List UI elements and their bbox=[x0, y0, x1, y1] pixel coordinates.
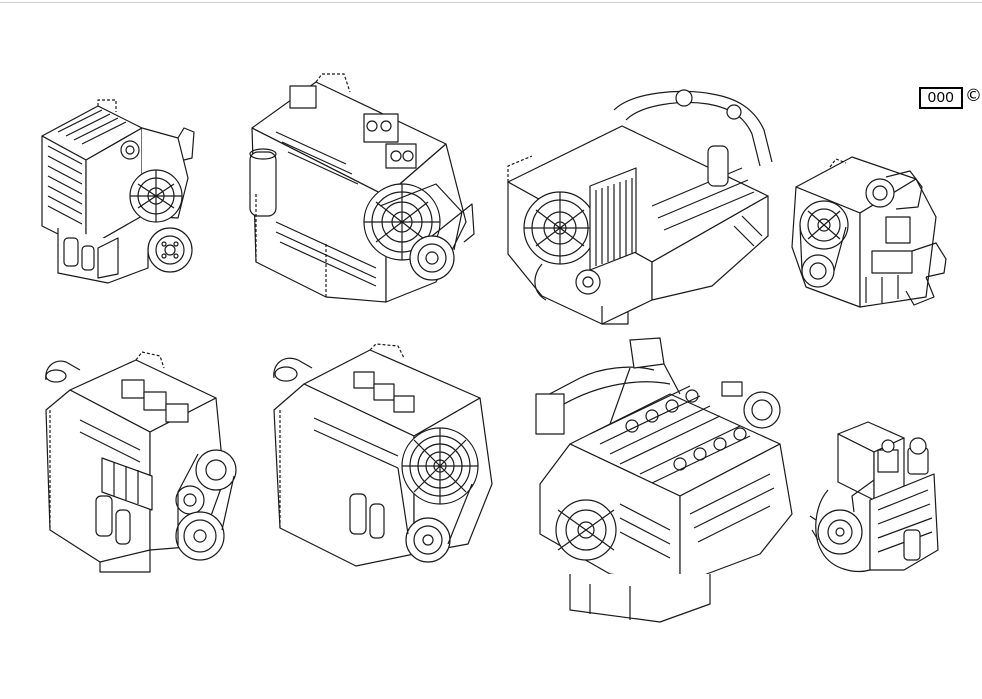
reference-number-box: 000 bbox=[919, 87, 963, 109]
engine-4-cylinder-belt-drive-icon bbox=[40, 350, 248, 572]
engine-compact-2-cylinder-icon bbox=[786, 147, 952, 311]
engine-v8-turbo-icon bbox=[530, 334, 802, 626]
copyright-symbol: © bbox=[965, 86, 982, 106]
top-border bbox=[0, 2, 982, 3]
engine-1-cylinder-air-cooled-icon bbox=[38, 98, 198, 288]
engine-4-cylinder-fan-guard-icon bbox=[268, 344, 496, 574]
engine-3-cylinder-air-cooled-icon bbox=[236, 72, 476, 304]
engine-small-single-cylinder-icon bbox=[808, 420, 944, 576]
engine-inline-air-cooled-radiator-icon bbox=[502, 86, 776, 324]
